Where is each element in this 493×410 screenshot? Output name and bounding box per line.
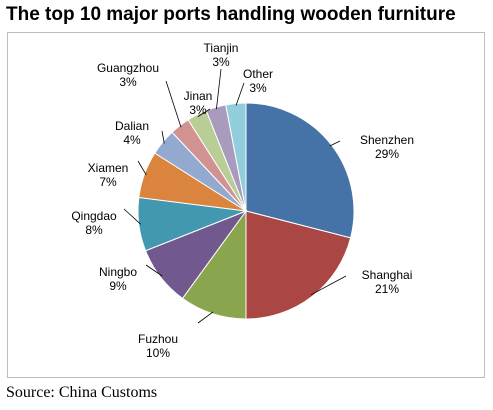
slice-label-qingdao: Qingdao <box>71 209 117 223</box>
leader-line-qingdao <box>123 208 142 225</box>
slice-label-jinan: Jinan <box>184 89 213 103</box>
leader-line-fuzhou <box>197 311 214 324</box>
leader-line-ningbo <box>145 264 163 277</box>
pie-slices <box>137 102 355 320</box>
slice-value-fuzhou: 10% <box>146 346 170 360</box>
leader-line-tianjin <box>216 68 222 110</box>
leader-line-dalian <box>161 130 165 144</box>
slice-value-qingdao: 8% <box>85 223 103 237</box>
slice-label-xiamen: Xiamen <box>88 161 129 175</box>
slice-value-shanghai: 21% <box>375 282 399 296</box>
slice-value-dalian: 4% <box>123 133 141 147</box>
leader-line-xiamen <box>137 160 147 176</box>
slice-value-shenzhen: 29% <box>375 147 399 161</box>
slice-value-guangzhou: 3% <box>119 75 137 89</box>
leader-line-shanghai <box>310 275 347 296</box>
leader-line-shenzhen <box>329 140 341 147</box>
slice-value-ningbo: 9% <box>109 279 127 293</box>
pie-slice-shanghai <box>245 210 352 320</box>
slice-label-shenzhen: Shenzhen <box>360 133 414 147</box>
slice-label-dalian: Dalian <box>115 119 149 133</box>
slice-value-jinan: 3% <box>189 103 207 117</box>
slice-value-xiamen: 7% <box>99 175 117 189</box>
slice-label-other: Other <box>243 67 273 81</box>
chart-title: The top 10 major ports handling wooden f… <box>6 4 456 25</box>
leader-line-other <box>235 82 245 106</box>
slice-value-tianjin: 3% <box>212 55 230 69</box>
slice-label-ningbo: Ningbo <box>99 265 137 279</box>
slice-label-tianjin: Tianjin <box>204 41 239 55</box>
leader-line-jinan <box>197 108 211 117</box>
leader-line-guangzhou <box>165 80 182 128</box>
pie-leader-lines <box>123 68 347 324</box>
slice-label-shanghai: Shanghai <box>362 268 413 282</box>
slice-value-other: 3% <box>249 81 267 95</box>
source-note: Source: China Customs <box>6 384 158 401</box>
slice-label-fuzhou: Fuzhou <box>138 332 178 346</box>
slice-label-guangzhou: Guangzhou <box>97 61 159 75</box>
pie-slice-other <box>225 102 247 212</box>
